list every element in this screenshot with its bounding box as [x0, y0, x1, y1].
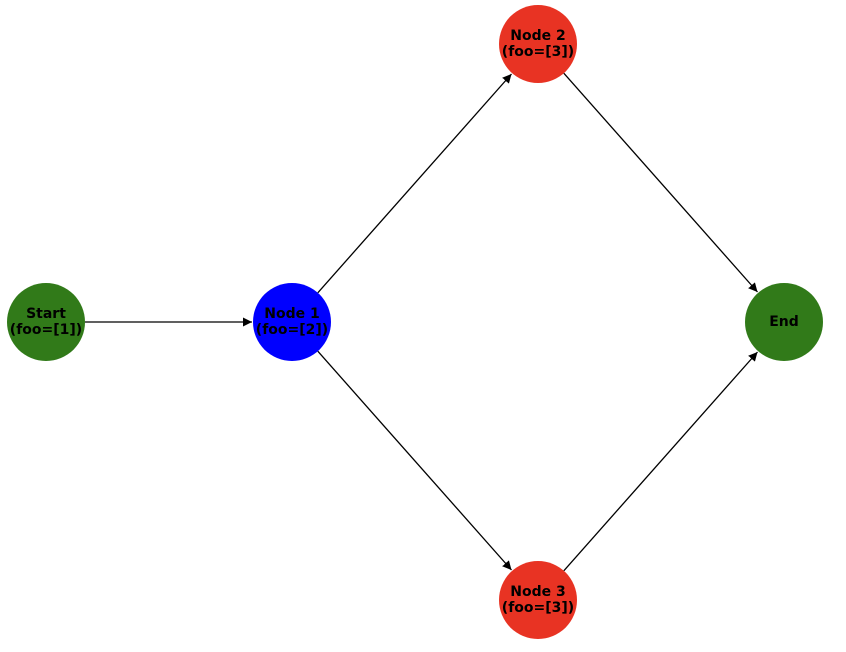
edge-node3-to-end	[563, 351, 758, 572]
node-start: Start(foo=[1])	[7, 283, 85, 361]
node-end: End	[745, 283, 823, 361]
node-start-label-0: Start	[26, 306, 66, 322]
node-node2-label-1: (foo=[3])	[502, 44, 574, 60]
node-node2: Node 2(foo=[3])	[499, 5, 577, 83]
node-node1-label-0: Node 1	[264, 306, 319, 322]
edge-node1-to-node3	[317, 350, 512, 571]
edge-node1-to-node2	[317, 73, 512, 294]
node-node1: Node 1(foo=[2])	[253, 283, 331, 361]
nodes-layer: Start(foo=[1])Node 1(foo=[2])Node 2(foo=…	[7, 5, 823, 639]
node-node1-circle	[253, 283, 331, 361]
edge-node2-to-end	[563, 72, 758, 293]
node-start-label-1: (foo=[1])	[10, 322, 82, 338]
node-node3: Node 3(foo=[3])	[499, 561, 577, 639]
node-node1-label-1: (foo=[2])	[256, 322, 328, 338]
node-end-label-0: End	[769, 314, 799, 330]
node-node2-circle	[499, 5, 577, 83]
node-node3-circle	[499, 561, 577, 639]
node-end-circle	[745, 283, 823, 361]
node-node3-label-0: Node 3	[510, 584, 565, 600]
edges-layer	[85, 72, 758, 572]
node-start-circle	[7, 283, 85, 361]
node-node3-label-1: (foo=[3])	[502, 600, 574, 616]
node-node2-label-0: Node 2	[510, 28, 565, 44]
